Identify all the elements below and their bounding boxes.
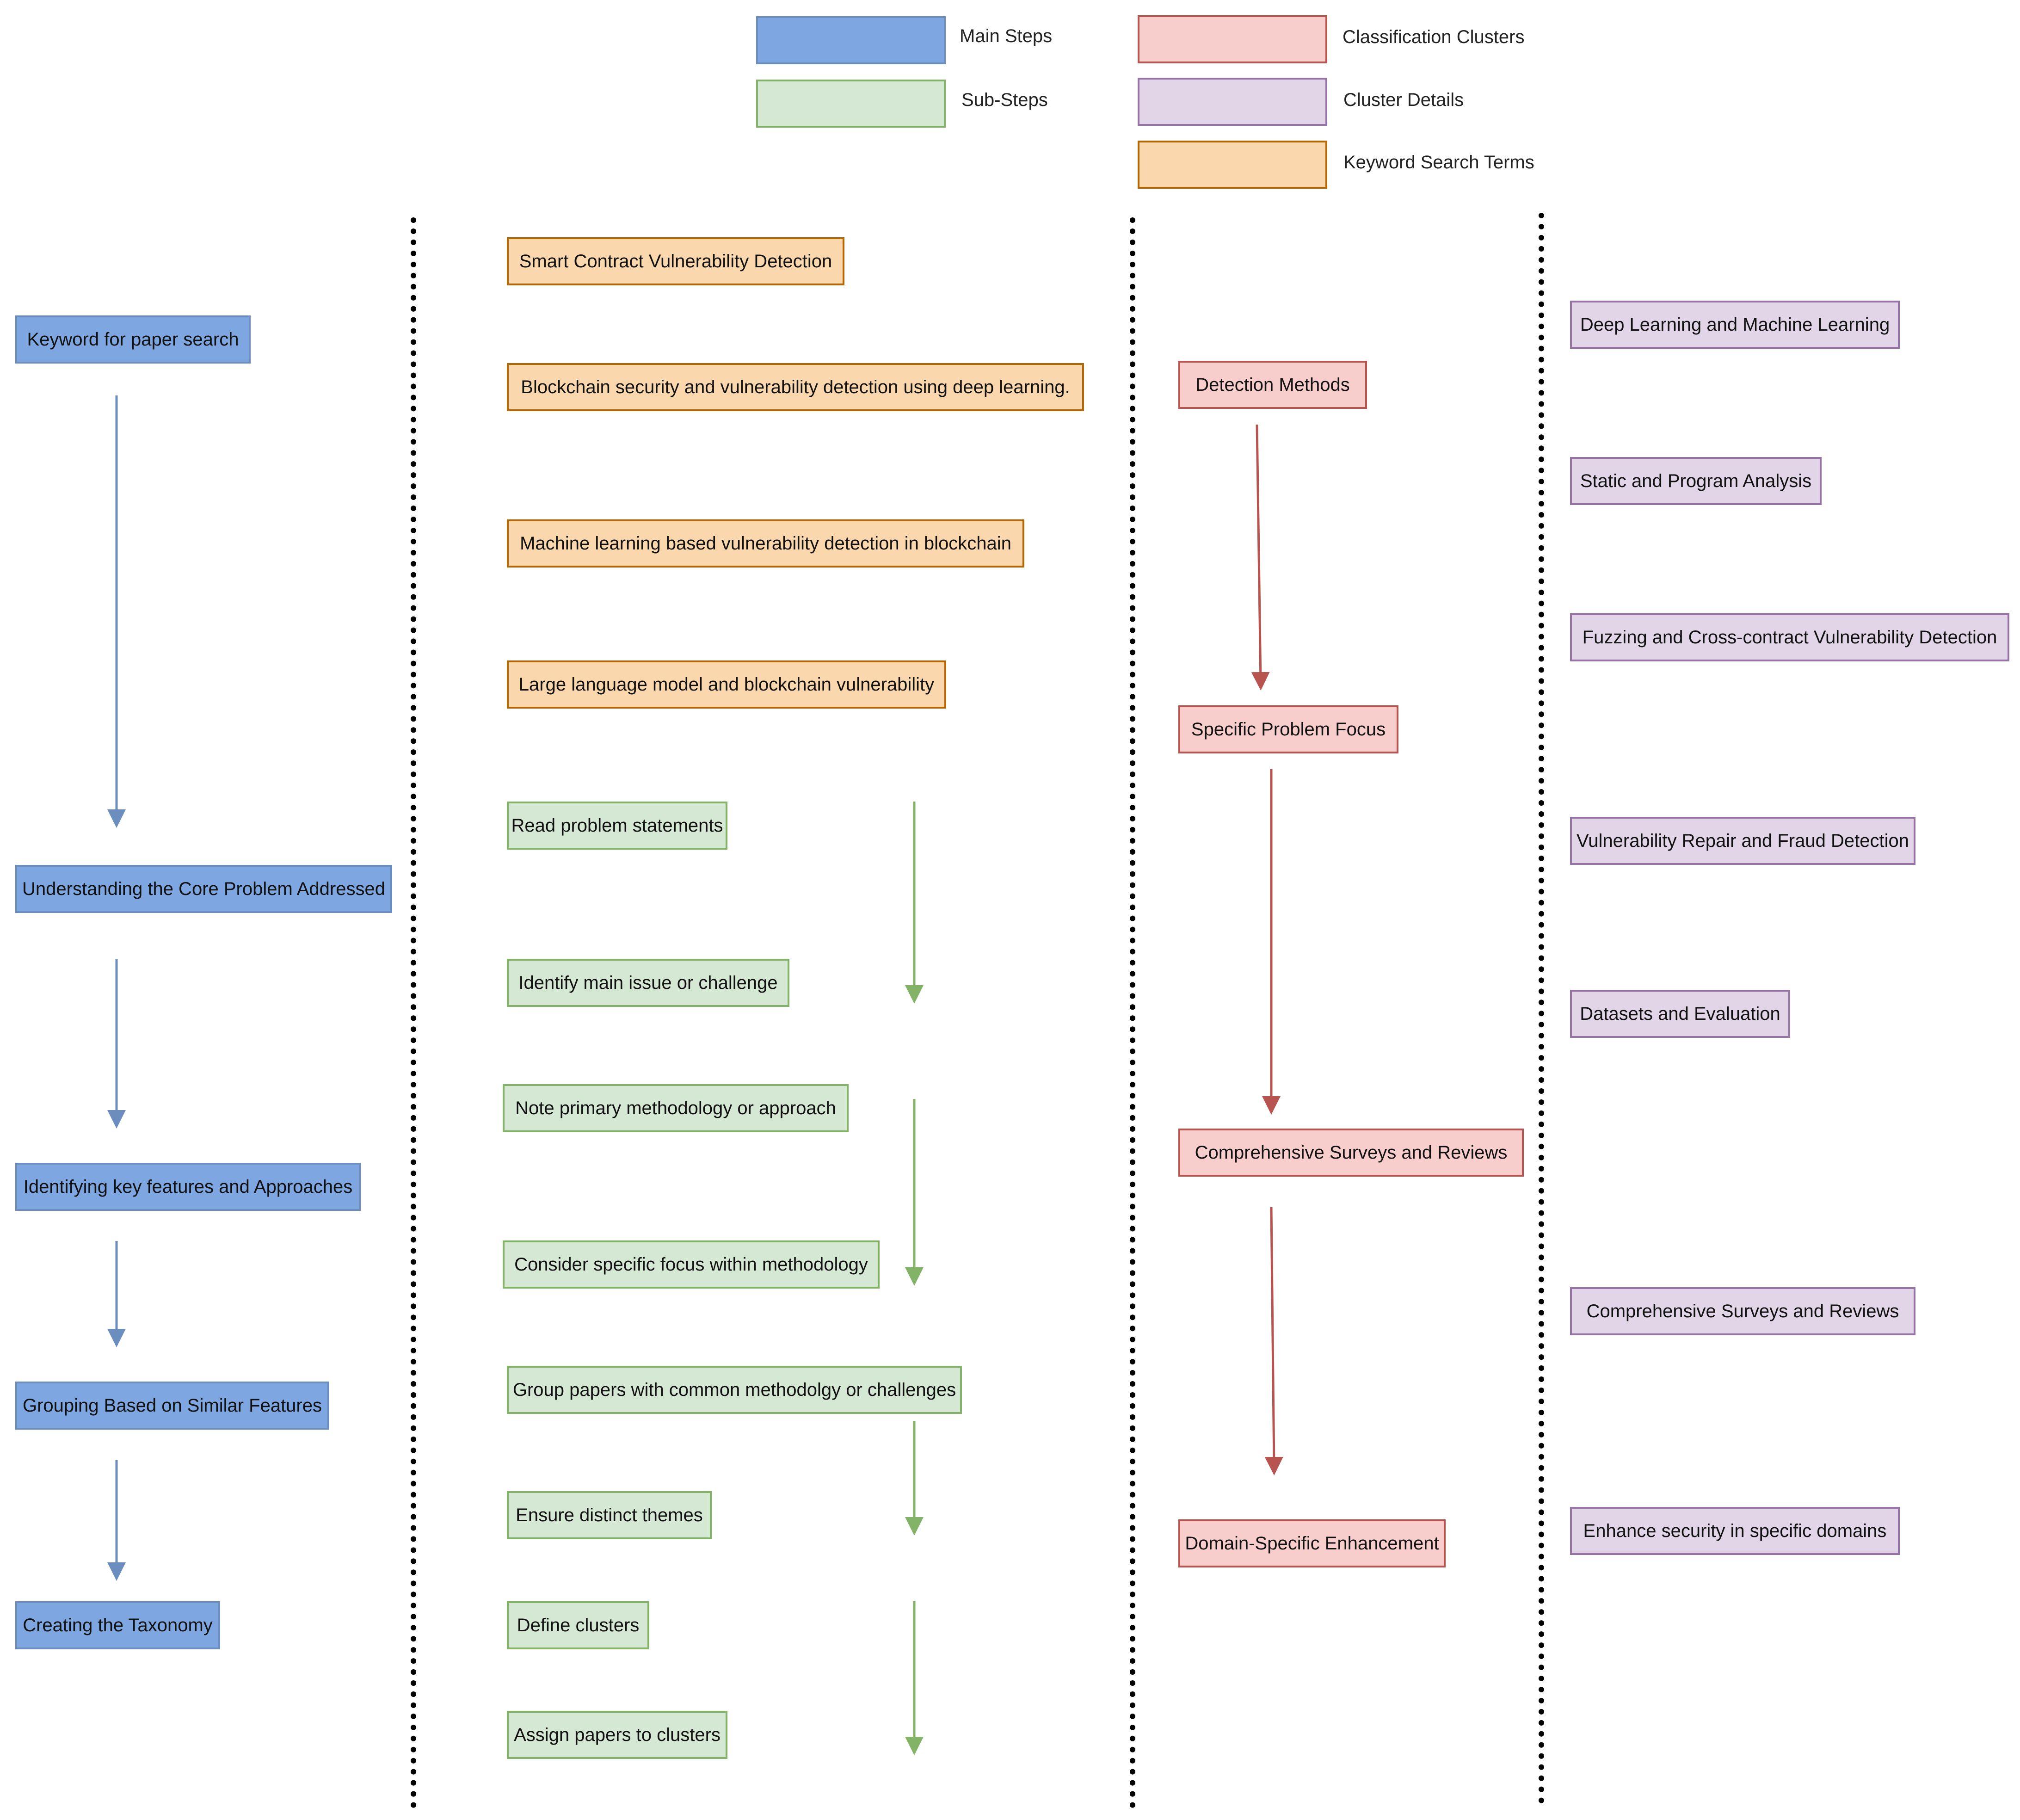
main-step-grouping: Grouping Based on Similar Features	[15, 1382, 329, 1430]
column-divider-3	[1539, 213, 1544, 1804]
legend-label-classification-clusters: Classification Clusters	[1343, 27, 1525, 47]
sub-step-group-papers: Group papers with common methodolgy or c…	[507, 1366, 962, 1414]
legend-swatch-classification-clusters	[1138, 15, 1327, 63]
detail-deep-learning: Deep Learning and Machine Learning	[1570, 301, 1900, 349]
legend-swatch-main-steps	[756, 16, 946, 64]
arrow-cluster-1	[1251, 424, 1270, 691]
cluster-specific-problem-focus: Specific Problem Focus	[1178, 705, 1398, 753]
main-step-key-features: Identifying key features and Approaches	[15, 1163, 361, 1211]
detail-vulnerability-repair: Vulnerability Repair and Fraud Detection	[1570, 817, 1915, 865]
sub-step-consider-focus: Consider specific focus within methodolo…	[503, 1240, 880, 1289]
legend-label-keyword-search-terms: Keyword Search Terms	[1343, 152, 1534, 173]
sub-step-distinct-themes: Ensure distinct themes	[507, 1491, 712, 1539]
sub-step-define-clusters: Define clusters	[507, 1601, 649, 1649]
keyword-blockchain-deep-learning: Blockchain security and vulnerability de…	[507, 363, 1084, 411]
detail-datasets: Datasets and Evaluation	[1570, 990, 1790, 1038]
column-divider-1	[411, 217, 416, 1808]
legend-swatch-sub-steps	[756, 80, 946, 128]
arrow-cluster-3	[1264, 1207, 1283, 1475]
sub-step-assign-papers: Assign papers to clusters	[507, 1711, 727, 1759]
main-step-creating-taxonomy: Creating the Taxonomy	[15, 1601, 220, 1649]
keyword-llm: Large language model and blockchain vuln…	[507, 660, 946, 709]
keyword-machine-learning: Machine learning based vulnerability det…	[507, 519, 1024, 568]
keyword-smart-contract: Smart Contract Vulnerability Detection	[507, 237, 844, 285]
sub-step-note-methodology: Note primary methodology or approach	[503, 1084, 849, 1132]
detail-static-analysis: Static and Program Analysis	[1570, 457, 1822, 505]
legend-label-cluster-details: Cluster Details	[1343, 90, 1464, 110]
cluster-comprehensive-surveys: Comprehensive Surveys and Reviews	[1178, 1129, 1524, 1177]
cluster-detection-methods: Detection Methods	[1178, 361, 1367, 409]
legend-label-sub-steps: Sub-Steps	[961, 90, 1048, 110]
detail-comprehensive-surveys: Comprehensive Surveys and Reviews	[1570, 1287, 1915, 1335]
column-divider-2	[1130, 217, 1135, 1808]
main-step-core-problem: Understanding the Core Problem Addressed	[15, 865, 392, 913]
sub-step-identify-issue: Identify main issue or challenge	[507, 959, 789, 1007]
legend-swatch-keyword-search-terms	[1138, 141, 1327, 189]
legend-label-main-steps: Main Steps	[960, 26, 1053, 46]
legend-swatch-cluster-details	[1138, 78, 1327, 126]
cluster-domain-specific-enhancement: Domain-Specific Enhancement	[1178, 1519, 1446, 1567]
main-step-keyword-search: Keyword for paper search	[15, 315, 251, 364]
detail-specific-domains: Enhance security in specific domains	[1570, 1507, 1900, 1555]
detail-fuzzing: Fuzzing and Cross-contract Vulnerability…	[1570, 613, 2009, 661]
sub-step-read-problem: Read problem statements	[507, 802, 727, 850]
